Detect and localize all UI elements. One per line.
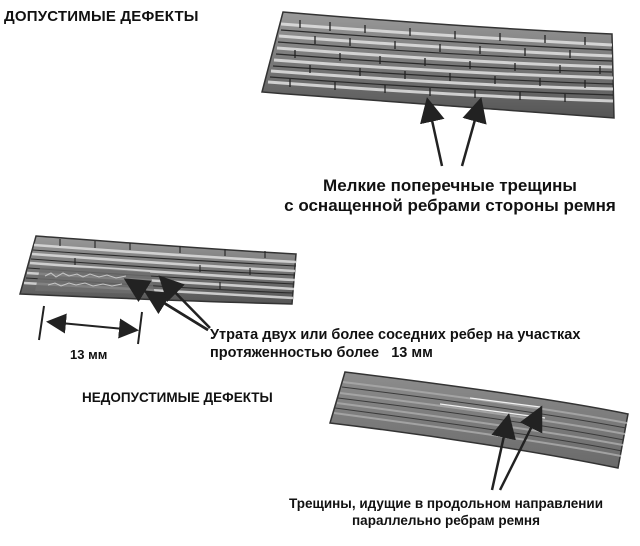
rib-loss-caption-line2: протяженностью более	[210, 345, 380, 362]
acceptable-defects-heading: ДОПУСТИМЫЕ ДЕФЕКТЫ	[4, 8, 199, 25]
dimension-label: 13 мм	[70, 347, 108, 362]
transverse-cracks-caption-line2: с оснащенной ребрами стороны ремня	[284, 196, 616, 216]
belt-rib-loss	[19, 235, 297, 305]
dimension-marker	[38, 305, 143, 345]
transverse-cracks-caption: Мелкие поперечные трещины с оснащенной р…	[255, 176, 640, 217]
belt-longitudinal-cracks	[329, 371, 629, 469]
rib-loss-caption: Утрата двух или более соседних ребер на …	[210, 326, 630, 362]
longitudinal-cracks-arrows	[490, 405, 543, 491]
transverse-cracks-caption-line1: Мелкие поперечные трещины	[323, 176, 577, 195]
rib-loss-caption-value: 13 мм	[391, 345, 433, 362]
longitudinal-cracks-caption: Трещины, идущие в продольном направлении…	[250, 496, 640, 530]
longitudinal-cracks-caption-line1: Трещины, идущие в продольном направлении	[288, 496, 604, 511]
longitudinal-cracks-caption-line2: параллельно ребрам ремня	[352, 512, 540, 528]
rib-loss-caption-line2-wrap: протяженностью более 13 мм	[210, 344, 630, 362]
transverse-crack-marks	[289, 20, 601, 102]
rib-loss-arrows	[123, 275, 211, 332]
transverse-cracks-arrows	[420, 97, 487, 167]
rib-loss-caption-line1: Утрата двух или более соседних ребер на …	[210, 327, 581, 343]
missing-ribs-zone	[35, 267, 155, 294]
belt-transverse-cracks	[261, 11, 615, 119]
unacceptable-defects-heading: НЕДОПУСТИМЫЕ ДЕФЕКТЫ	[82, 390, 273, 405]
